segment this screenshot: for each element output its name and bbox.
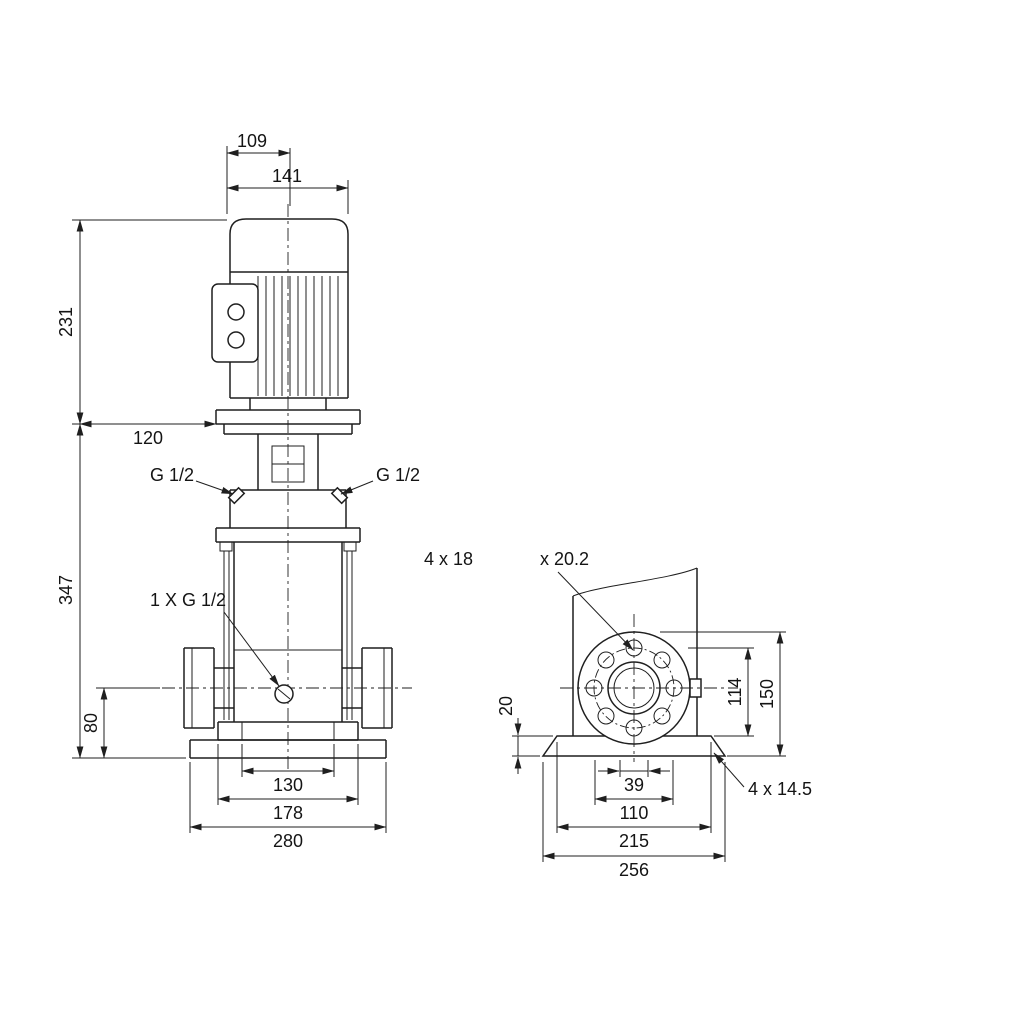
terminal-box	[211, 283, 259, 363]
dim-text-80: 80	[81, 713, 101, 733]
dim-text-39: 39	[624, 775, 644, 795]
flange-holes-label: 4 x 18	[424, 549, 473, 569]
dim-text-20: 20	[496, 696, 516, 716]
dim-base-plate-thickness: 20	[496, 696, 553, 774]
dim-flange-top-height: 150	[660, 631, 786, 757]
dim-text-114: 114	[725, 678, 745, 707]
cable-gland-icon	[227, 331, 245, 349]
dim-port-bore-width: 39	[598, 760, 670, 795]
dim-text-141: 141	[272, 166, 302, 186]
cable-gland-icon	[227, 303, 245, 321]
dim-text-130: 130	[273, 775, 303, 795]
dim-base-bottom-width: 256	[542, 762, 726, 880]
suction-flange	[183, 647, 234, 729]
note-base-holes: 4 x 14.5	[713, 752, 812, 799]
dim-text-109: 109	[237, 131, 267, 151]
port-left-label: G 1/2	[150, 465, 194, 485]
dim-base-top-width: 215	[556, 742, 712, 851]
coupling-lantern	[257, 434, 319, 490]
dim-text-178: 178	[273, 803, 303, 823]
dim-flange-center-height: 114	[688, 647, 754, 737]
dim-text-120: 120	[133, 428, 163, 448]
front-view: 109 141 231 120 347 80 G 1/2	[56, 131, 420, 851]
dim-pump-body-height: 347	[56, 423, 186, 759]
dim-port-center-height: 80	[81, 687, 160, 759]
dim-text-347: 347	[56, 575, 76, 605]
motor	[211, 218, 349, 399]
motor-flange	[215, 398, 361, 435]
pump-head	[215, 486, 361, 552]
pump-base	[189, 721, 387, 759]
dim-text-150: 150	[757, 679, 777, 709]
side-view: 4 x 18 x 20.2 20 114 150	[424, 549, 812, 880]
port-right-label: G 1/2	[376, 465, 420, 485]
discharge-flange	[342, 647, 393, 729]
dim-motor-height: 231	[56, 219, 227, 425]
note-flange-holes: 4 x 18 x 20.2	[424, 549, 634, 651]
dim-motor-cap-width: 109	[226, 131, 291, 214]
base-holes-label: 4 x 14.5	[748, 779, 812, 799]
dim-base-width-outer: 280	[189, 762, 387, 851]
motor-cooling-fins	[257, 276, 339, 396]
dim-text-280: 280	[273, 831, 303, 851]
staybolt-nut-right	[343, 541, 357, 552]
label-port-right: G 1/2	[340, 465, 420, 495]
vent-plug-left	[227, 486, 246, 505]
dim-text-231: 231	[56, 307, 76, 337]
dim-motor-width: 141	[226, 166, 349, 214]
label-port-left: G 1/2	[150, 465, 234, 495]
dim-flange-offset: 120	[79, 420, 217, 448]
flange-holes-cbore-label: x 20.2	[540, 549, 589, 569]
dim-text-256: 256	[619, 860, 649, 880]
dim-base-width-mid: 178	[217, 744, 359, 823]
flange-face	[560, 614, 738, 762]
break-line	[572, 567, 698, 597]
staybolt-nut-left	[219, 541, 233, 552]
pump-body-side	[572, 567, 698, 736]
dim-text-110: 110	[620, 803, 649, 823]
dim-base-hole-spacing: 110	[594, 760, 674, 823]
dim-text-215: 215	[619, 831, 649, 851]
dim-base-width-inner: 130	[241, 744, 335, 795]
drain-port-label: 1 X G 1/2	[150, 590, 226, 610]
drain-plug	[274, 684, 294, 704]
label-drain-port: 1 X G 1/2	[150, 590, 280, 687]
